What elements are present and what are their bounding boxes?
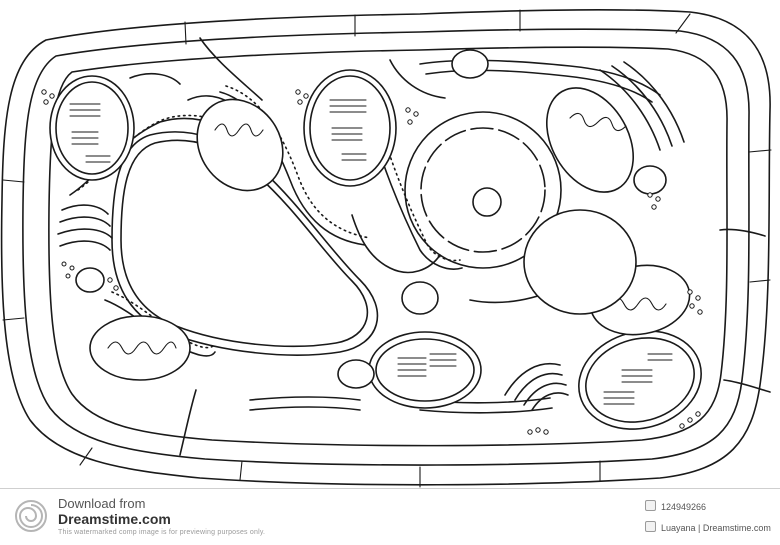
chloroplast-3 xyxy=(568,318,713,443)
chloroplast-4 xyxy=(369,332,481,408)
preview-note: This watermarked comp image is for previ… xyxy=(58,529,266,536)
cell-wall-inner xyxy=(23,29,749,465)
stock-footer: Download from Dreamstime.com This waterm… xyxy=(0,488,780,545)
mitochondrion-3 xyxy=(90,316,190,380)
plant-cell-diagram: dreamstime xyxy=(0,0,780,490)
mitochondrion-2 xyxy=(529,73,651,208)
image-id-icon xyxy=(645,500,656,511)
image-id: 124949266 xyxy=(661,502,707,512)
author-icon xyxy=(645,521,656,532)
cell-membrane xyxy=(49,47,727,445)
golgi-apparatus-2 xyxy=(505,364,568,410)
wall-fiber-bottom xyxy=(180,390,196,455)
golgi-apparatus-1 xyxy=(58,205,112,278)
chloroplast-2 xyxy=(304,70,396,186)
author-row: Luayana | Dreamstime.com xyxy=(645,521,771,533)
golgi-apparatus-3 xyxy=(600,62,684,150)
mitochondrion-1 xyxy=(180,83,301,208)
plasmodesmata xyxy=(3,10,771,487)
download-label: Download from xyxy=(58,496,146,511)
nucleus-envelope-inner xyxy=(421,128,545,252)
wall-fiber-top xyxy=(200,38,262,100)
nucleolus xyxy=(473,188,501,216)
ribosomes xyxy=(42,90,702,434)
author-credit[interactable]: Luayana | Dreamstime.com xyxy=(661,523,771,533)
chloroplast-1 xyxy=(50,76,134,180)
image-id-row: 124949266 xyxy=(645,500,706,512)
brand-name[interactable]: Dreamstime.com xyxy=(58,511,171,527)
vesicles xyxy=(76,50,666,388)
wall-fiber-right xyxy=(720,229,770,392)
spiral-logo-icon xyxy=(15,500,47,532)
